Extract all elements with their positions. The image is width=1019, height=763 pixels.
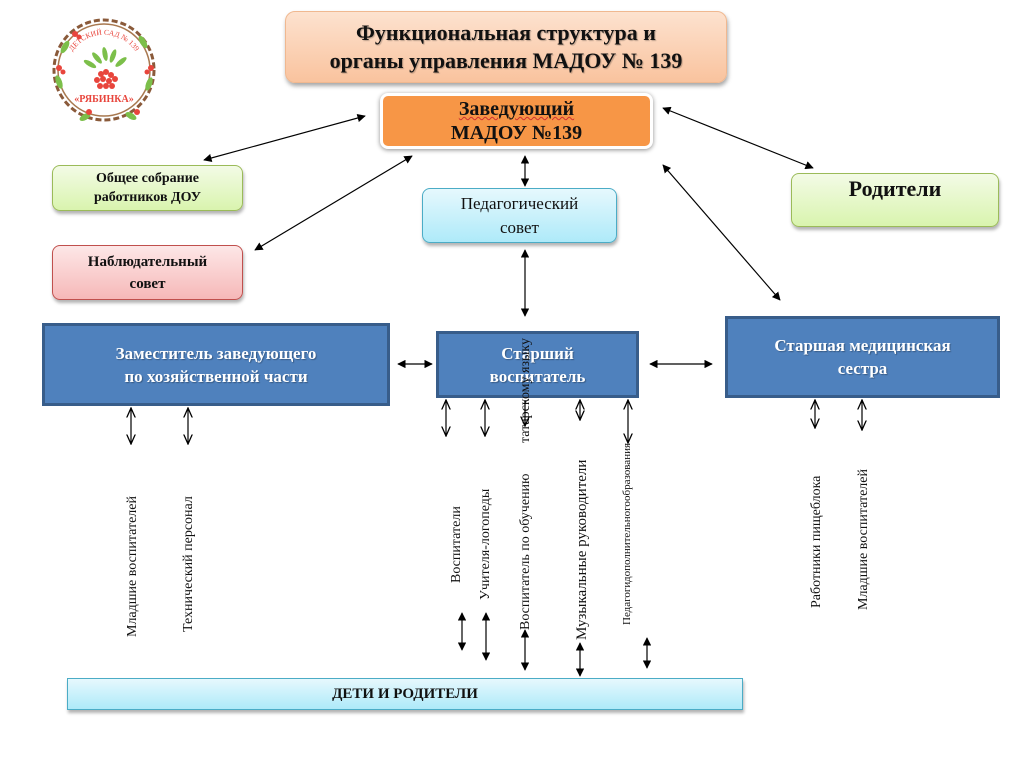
supervisory-board-line-2: совет	[129, 275, 166, 292]
arrow-head-parents	[662, 106, 814, 170]
senior-educator-node[interactable]: Старший воспитатель	[436, 331, 639, 398]
head-line-2: МАДОУ №139	[450, 122, 583, 144]
children-parents-node[interactable]: ДЕТИ И РОДИТЕЛИ	[67, 678, 743, 710]
arrow-head-senior-nurse	[662, 164, 781, 301]
head-line-1: Заведующий	[458, 98, 575, 120]
supervisory-board-line-1: Наблюдательный	[87, 253, 208, 270]
title-line-1: Функциональная структура и	[356, 20, 656, 45]
arrow-head-supervisory-board	[254, 155, 413, 251]
pedagogical-council-line-1: Педагогический	[460, 193, 579, 213]
pedagogical-council-line-2: совет	[500, 217, 539, 237]
kindergarten-logo: «РЯБИНКА» ДЕТСКИЙ САД № 139	[45, 12, 163, 128]
arrow-head-general-meeting	[203, 113, 366, 163]
pedagogical-council-node[interactable]: Педагогический совет	[422, 188, 617, 243]
rowan-berry-wreath-icon: «РЯБИНКА» ДЕТСКИЙ САД № 139	[52, 18, 156, 122]
deputy-line-1: Заместитель заведующего	[115, 343, 317, 363]
title-line-2: органы управления МАДОУ № 139	[329, 48, 683, 73]
diagram-title: Функциональная структура и органы управл…	[285, 11, 727, 83]
senior-nurse-line-1: Старшая медицинская	[774, 336, 951, 355]
supervisory-board-node[interactable]: Наблюдательный совет	[52, 245, 243, 300]
senior-educator-line-2: воспитатель	[489, 366, 586, 386]
deputy-head-node[interactable]: Заместитель заведующего по хозяйственной…	[42, 323, 390, 406]
general-meeting-line-2: работников ДОУ	[93, 190, 202, 205]
parents-node[interactable]: Родители	[791, 173, 999, 227]
parents-label: Родители	[848, 176, 942, 201]
head-node[interactable]: Заведующий МАДОУ №139	[380, 93, 653, 149]
children-parents-label: ДЕТИ И РОДИТЕЛИ	[332, 685, 478, 702]
logo-name: «РЯБИНКА»	[74, 94, 133, 105]
general-meeting-line-1: Общее собрание	[96, 171, 199, 186]
senior-nurse-node[interactable]: Старшая медицинская сестра	[725, 316, 1000, 398]
general-meeting-node[interactable]: Общее собрание работников ДОУ	[52, 165, 243, 211]
senior-educator-line-1: Старший	[501, 343, 574, 363]
deputy-line-2: по хозяйственной части	[124, 366, 308, 386]
senior-nurse-line-2: сестра	[837, 359, 888, 378]
